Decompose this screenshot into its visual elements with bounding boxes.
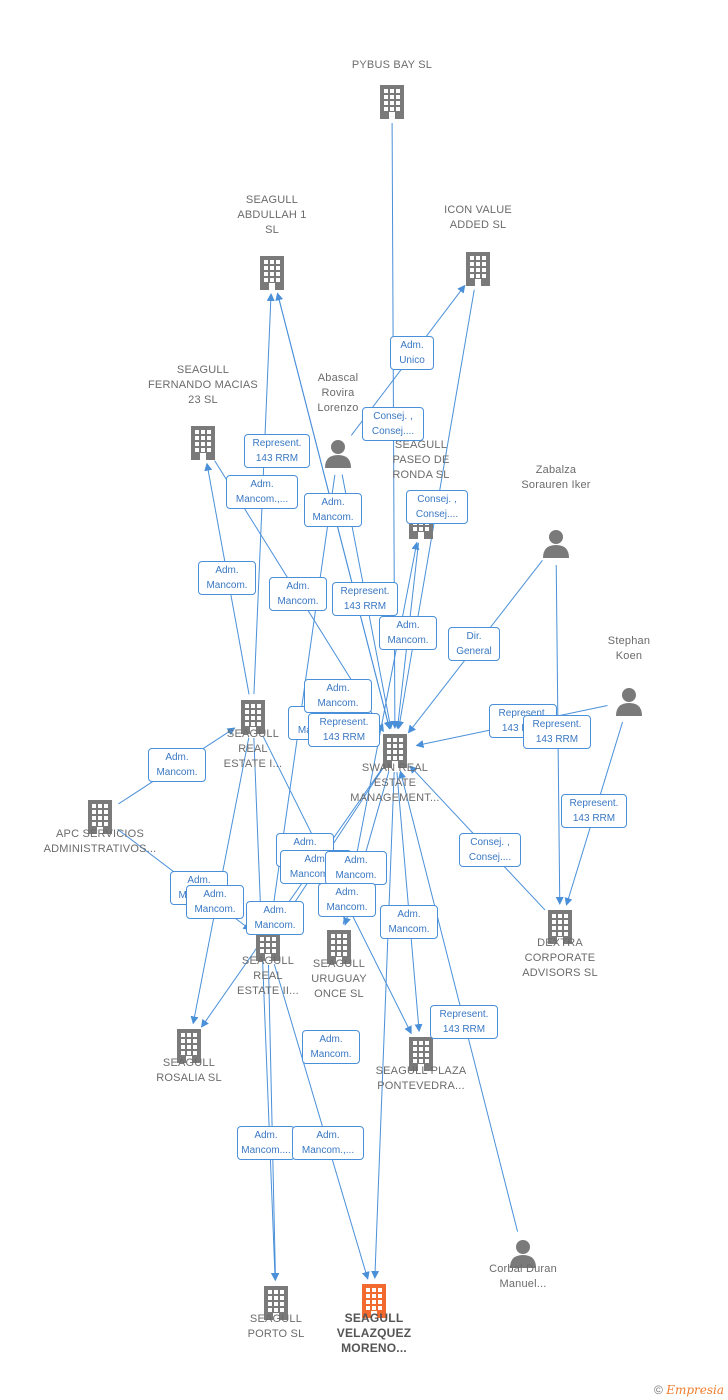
person-icon-abascal[interactable] (323, 438, 353, 473)
edge-label-e31[interactable]: Adm. Mancom.,... (292, 1126, 364, 1160)
edge-label-e10[interactable]: Adm. Mancom. (379, 616, 437, 650)
edge-label-e25[interactable]: Adm. Mancom. (246, 901, 304, 935)
building-icon-velazquez[interactable] (359, 1282, 389, 1323)
copyright-symbol: © (654, 1383, 663, 1397)
edge-label-e18[interactable]: Consej. , Consej.... (459, 833, 521, 867)
edge-label-e7[interactable]: Adm. Mancom. (198, 561, 256, 595)
edge-label-e22[interactable]: Adm. Mancom. (325, 851, 387, 885)
edge-label-e6[interactable]: Consej. , Consej.... (406, 490, 468, 524)
node-label-pybus[interactable]: PYBUS BAY SL (351, 59, 433, 71)
node-label-swan[interactable]: SWAN REAL ESTATE MANAGEMENT... (350, 762, 440, 804)
edge-label-e19[interactable]: Represent. 143 RRM (308, 713, 380, 747)
edge-label-e3[interactable]: Represent. 143 RRM (244, 434, 310, 468)
edge-label-e17[interactable]: Adm. Mancom. (304, 679, 372, 713)
building-icon-dextra[interactable] (545, 908, 575, 949)
node-label-uruguay[interactable]: SEAGULL URUGUAY ONCE SL (311, 958, 367, 1000)
node-label-fernando[interactable]: SEAGULL FERNANDO MACIAS 23 SL (148, 364, 258, 406)
edge-label-e24[interactable]: Adm. Mancom. (186, 885, 244, 919)
node-label-zabalza[interactable]: Zabalza Sorauren Iker (521, 464, 591, 491)
node-label-apc[interactable]: APC SERVICIOS ADMINISTRATIVOS... (43, 828, 157, 855)
building-icon-swan[interactable] (380, 732, 410, 773)
building-icon-pybus[interactable] (377, 83, 407, 124)
footer-brand: © Empresia (654, 1383, 724, 1397)
edge-label-e26[interactable]: Adm. Mancom. (318, 883, 376, 917)
edge-label-e29[interactable]: Represent. 143 RRM (430, 1005, 498, 1039)
edge-label-e14[interactable]: Adm. Mancom. (148, 748, 206, 782)
node-label-abdullah[interactable]: SEAGULL ABDULLAH 1 SL (237, 194, 307, 236)
building-icon-abdullah[interactable] (257, 254, 287, 295)
node-label-corbal[interactable]: Corbal Duran Manuel... (489, 1263, 557, 1290)
edge-label-e30[interactable]: Adm. Mancom.... (237, 1126, 295, 1160)
edge-swan-to-rosalia (201, 767, 383, 1028)
edge-swan-to-velazquez (371, 771, 395, 1280)
building-icon-plaza[interactable] (406, 1035, 436, 1076)
person-icon-stephan[interactable] (614, 686, 644, 721)
building-icon-rosalia[interactable] (174, 1027, 204, 1068)
edge-swan-to-plaza (396, 771, 423, 1033)
edge-realestate1-to-porto (253, 737, 279, 1282)
building-icon-porto[interactable] (261, 1284, 291, 1325)
building-icon-uruguay[interactable] (324, 928, 354, 969)
edge-label-e5[interactable]: Adm. Mancom. (304, 493, 362, 527)
edge-label-e9[interactable]: Represent. 143 RRM (332, 582, 398, 616)
node-label-porto[interactable]: SEAGULL PORTO SL (247, 1313, 305, 1340)
edge-label-e4[interactable]: Adm. Mancom.,... (226, 475, 298, 509)
building-icon-apc[interactable] (85, 798, 115, 839)
edge-label-e8[interactable]: Adm. Mancom. (269, 577, 327, 611)
edge-label-e11[interactable]: Dir. General (448, 627, 500, 661)
edge-realestate2-to-porto (267, 964, 280, 1282)
node-label-iconvalue[interactable]: ICON VALUE ADDED SL (444, 204, 512, 231)
edge-realestate2-to-velazquez (273, 963, 370, 1280)
edge-corbal-to-swan (398, 770, 519, 1232)
node-label-dextra[interactable]: DEXTRA CORPORATE ADVISORS SL (522, 937, 598, 979)
node-label-abascal[interactable]: Abascal Rovira Lorenzo (317, 372, 359, 414)
node-label-plaza[interactable]: SEAGULL PLAZA PONTEVEDRA... (375, 1065, 467, 1092)
edge-label-e2[interactable]: Consej. , Consej.... (362, 407, 424, 441)
node-label-paseo[interactable]: SEAGULL PASEO DE RONDA SL (392, 439, 450, 481)
person-icon-corbal[interactable] (508, 1238, 538, 1273)
node-label-velazquez[interactable]: SEAGULL VELAZQUEZ MORENO... (336, 1311, 412, 1355)
edge-label-e28[interactable]: Adm. Mancom. (302, 1030, 360, 1064)
node-label-realestate1[interactable]: SEAGULL REAL ESTATE I... (223, 728, 283, 770)
edge-label-e13[interactable]: Represent. 143 RRM (523, 715, 591, 749)
edge-label-e27[interactable]: Adm. Mancom. (380, 905, 438, 939)
brand-logo-text[interactable]: Empresia (666, 1383, 724, 1397)
building-icon-realestate1[interactable] (238, 698, 268, 739)
edge-label-e15[interactable]: Represent. 143 RRM (561, 794, 627, 828)
node-label-rosalia[interactable]: SEAGULL ROSALIA SL (156, 1057, 222, 1084)
building-icon-fernando[interactable] (188, 424, 218, 465)
person-icon-zabalza[interactable] (541, 528, 571, 563)
building-icon-iconvalue[interactable] (463, 250, 493, 291)
edge-label-e1[interactable]: Adm. Unico (390, 336, 434, 370)
node-label-realestate2[interactable]: SEAGULL REAL ESTATE II... (237, 955, 299, 997)
node-label-stephan[interactable]: Stephan Koen (607, 635, 651, 662)
